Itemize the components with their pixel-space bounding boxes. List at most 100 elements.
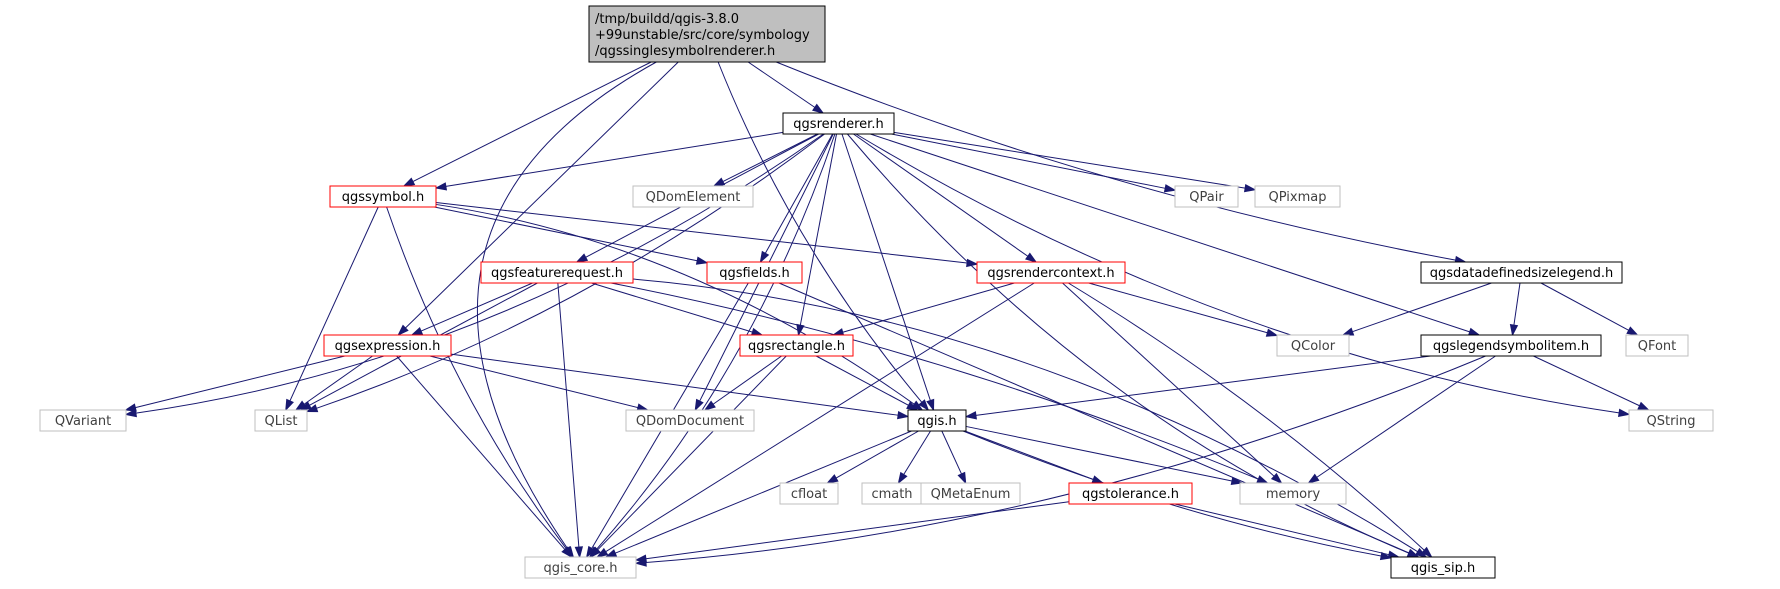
edge-qgsexpression-to-qgis: [450, 353, 910, 420]
node-label: QDomDocument: [636, 414, 744, 429]
edge-arrowhead: [634, 554, 647, 563]
edge-qgsrenderer-to-QString: [855, 133, 1631, 417]
edge-arrowhead: [957, 471, 967, 485]
edge-qgsrendercontext-to-qgis_sip: [1068, 282, 1433, 559]
edge-qgsrendercontext-to-QColor: [1088, 282, 1279, 337]
edge-qgsdatadefinedsizelegend-to-qgslegendsymbolitem: [1509, 282, 1521, 337]
node-qgsexpression[interactable]: qgsexpression.h: [323, 334, 452, 357]
edge-qgsrenderer-to-qgssymbol: [434, 131, 784, 191]
edge-arrowhead: [589, 546, 602, 559]
edge-line: [841, 133, 931, 401]
node-box: [1628, 409, 1714, 432]
node-qgsrendercontext[interactable]: qgsrendercontext.h: [976, 261, 1126, 284]
node-label: qgstolerance.h: [1082, 487, 1179, 502]
edge-line: [1533, 355, 1640, 407]
edge-root-to-qgis: [717, 61, 930, 412]
edge-arrowhead: [410, 326, 424, 336]
node-box: [779, 482, 839, 505]
edge-arrowhead: [1626, 326, 1639, 336]
edge-line: [289, 206, 379, 402]
nodes-layer: /tmp/buildd/qgis-3.8.0+99unstable/src/co…: [39, 5, 1714, 579]
node-label: qgssymbol.h: [342, 190, 425, 205]
edge-arrowhead: [712, 177, 726, 187]
edge-qgsfeaturerequest-to-qgis_core: [557, 282, 584, 559]
node-qgstolerance[interactable]: qgstolerance.h: [1068, 482, 1193, 505]
node-box: [1625, 334, 1689, 357]
edge-arrowhead: [1421, 546, 1433, 559]
edge-line: [386, 206, 567, 550]
node-label: QString: [1646, 414, 1695, 429]
edge-line: [610, 282, 1259, 480]
edge-arrowhead: [561, 546, 573, 559]
node-qgsfeaturerequest[interactable]: qgsfeaturerequest.h: [480, 261, 634, 284]
edge-line: [645, 501, 1070, 560]
edge-qgstolerance-to-qgis_sip: [1174, 503, 1401, 559]
edge-qgstolerance-to-qgis_core: [634, 501, 1070, 563]
edge-line: [903, 430, 931, 475]
edge-arrowhead: [294, 400, 307, 411]
node-qgsfields[interactable]: qgsfields.h: [706, 261, 803, 284]
edge-line: [645, 355, 1486, 564]
node-box: [329, 185, 437, 208]
edge-line: [975, 355, 1431, 416]
node-label: QVariant: [55, 414, 111, 429]
edge-line: [891, 133, 1166, 189]
edge-arrowhead: [1243, 183, 1257, 193]
node-label: cmath: [871, 487, 912, 502]
node-qgsdatadefinedsizelegend[interactable]: qgsdatadefinedsizelegend.h: [1420, 261, 1623, 284]
edge-qgslegendsymbolitem-to-QString: [1533, 355, 1650, 411]
node-qgis_core: qgis_core.h: [524, 556, 637, 579]
node-label: qgsexpression.h: [335, 339, 441, 354]
edge-arrowhead: [703, 400, 716, 411]
node-cfloat: cfloat: [779, 482, 839, 505]
node-label: qgsrendercontext.h: [987, 266, 1114, 281]
node-box: [739, 334, 854, 357]
node-qgis[interactable]: qgis.h: [907, 409, 967, 432]
edge-qgssymbol-to-qgis: [435, 203, 924, 411]
edge-line: [717, 61, 923, 403]
node-label: QFont: [1638, 339, 1677, 354]
edge-line: [1316, 355, 1496, 478]
edge-line: [435, 202, 968, 264]
edge-qgis-to-memory: [965, 425, 1244, 486]
node-label: QColor: [1291, 339, 1336, 354]
edge-root-to-qgis_core: [476, 61, 657, 559]
node-qgslegendsymbolitem[interactable]: qgslegendsymbolitem.h: [1420, 334, 1602, 357]
node-qgis_sip[interactable]: qgis_sip.h: [1390, 556, 1496, 579]
node-QList: QList: [254, 409, 308, 432]
node-box: [323, 334, 452, 357]
node-label-line: /qgssinglesymbolrenderer.h: [595, 44, 775, 59]
node-QFont: QFont: [1625, 334, 1689, 357]
node-memory: memory: [1239, 482, 1347, 505]
node-qgsrectangle[interactable]: qgsrectangle.h: [739, 334, 854, 357]
edge-arrowhead: [906, 401, 919, 411]
edge-line: [712, 355, 782, 405]
edge-qgsexpression-to-QList: [294, 355, 373, 411]
edge-qgsexpression-to-qgis_core: [396, 355, 573, 559]
node-label: qgis_sip.h: [1411, 561, 1475, 576]
edge-arrowhead: [1509, 324, 1519, 337]
edge-qgis-to-QMetaEnum: [941, 430, 967, 485]
node-QPair: QPair: [1174, 185, 1239, 208]
node-label: QPair: [1189, 190, 1224, 205]
node-root[interactable]: /tmp/buildd/qgis-3.8.0+99unstable/src/co…: [588, 5, 826, 63]
edge-line: [135, 355, 345, 409]
edge-line: [303, 355, 373, 405]
edge-arrowhead: [1265, 328, 1279, 337]
node-label: QPixmap: [1269, 190, 1327, 205]
node-label: memory: [1266, 487, 1321, 502]
node-box: [588, 5, 826, 63]
edge-line: [722, 133, 818, 182]
node-qgssymbol[interactable]: qgssymbol.h: [329, 185, 437, 208]
edge-arrowhead: [1618, 408, 1631, 417]
edge-qgssymbol-to-qgsfields: [434, 206, 709, 265]
node-box: [480, 261, 634, 284]
edge-line: [1062, 282, 1275, 477]
edge-arrowhead: [1256, 475, 1269, 484]
edge-line: [429, 355, 639, 409]
edge-arrowhead: [595, 547, 609, 558]
node-qgsrenderer[interactable]: qgsrenderer.h: [782, 112, 895, 135]
edge-arrowhead: [575, 253, 589, 263]
edge-line: [965, 425, 1233, 482]
edge-qgslegendsymbolitem-to-qgis: [964, 355, 1431, 420]
